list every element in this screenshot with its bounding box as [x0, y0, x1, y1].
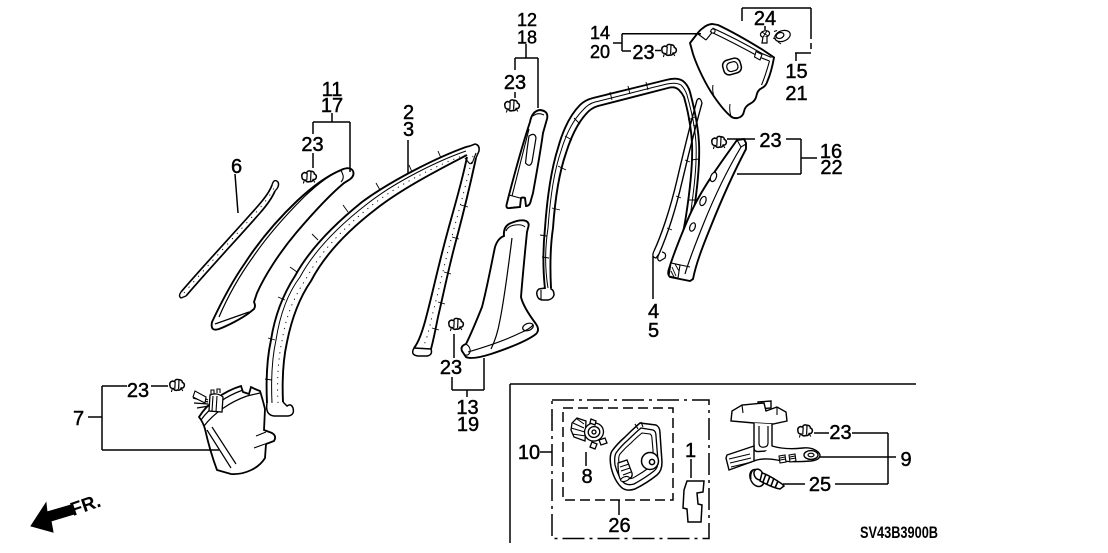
svg-text:1: 1 [685, 440, 696, 462]
svg-text:23: 23 [759, 130, 781, 152]
svg-text:22: 22 [820, 157, 842, 179]
svg-text:25: 25 [809, 474, 831, 496]
svg-text:15: 15 [785, 61, 807, 83]
svg-text:23: 23 [301, 134, 323, 156]
svg-text:23: 23 [829, 422, 851, 444]
svg-text:23: 23 [504, 72, 526, 94]
svg-text:9: 9 [900, 449, 911, 471]
svg-text:17: 17 [321, 95, 343, 117]
svg-text:8: 8 [581, 466, 592, 488]
svg-text:3: 3 [403, 119, 414, 141]
svg-text:26: 26 [608, 515, 630, 537]
svg-text:2: 2 [403, 102, 414, 124]
svg-text:14: 14 [590, 23, 610, 43]
svg-text:10: 10 [518, 442, 540, 464]
svg-text:20: 20 [590, 42, 610, 62]
svg-text:SV43B3900B: SV43B3900B [860, 523, 938, 542]
svg-text:23: 23 [632, 42, 654, 64]
svg-text:23: 23 [440, 357, 462, 379]
svg-text:18: 18 [517, 28, 537, 48]
svg-text:21: 21 [785, 83, 807, 105]
svg-text:13: 13 [456, 397, 478, 419]
svg-text:16: 16 [820, 141, 842, 163]
svg-text:19: 19 [457, 414, 479, 436]
svg-text:4: 4 [648, 301, 659, 323]
svg-text:23: 23 [127, 380, 149, 402]
svg-text:12: 12 [517, 10, 537, 30]
svg-text:7: 7 [73, 408, 84, 430]
svg-text:11: 11 [322, 79, 343, 101]
svg-text:24: 24 [754, 8, 776, 30]
svg-text:5: 5 [648, 320, 659, 342]
svg-text:6: 6 [231, 156, 242, 178]
